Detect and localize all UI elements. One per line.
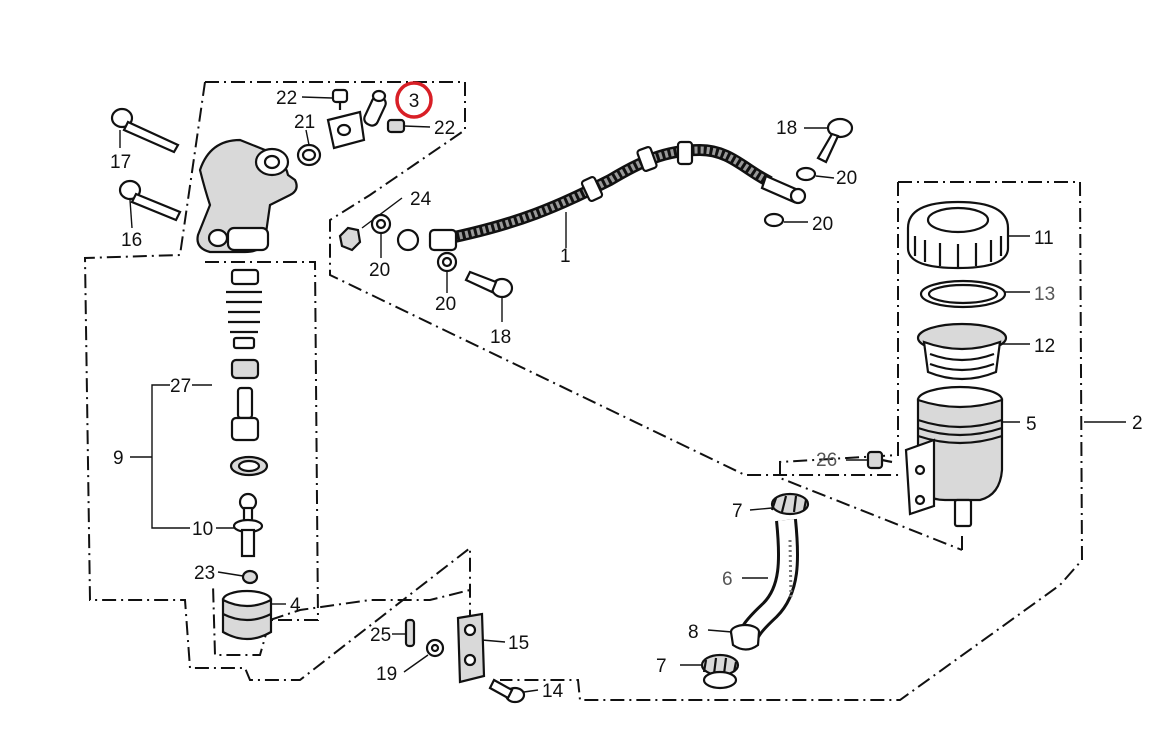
washer-20-a — [795, 166, 817, 182]
diaphragm-plate-13 — [919, 279, 1007, 309]
callout-20-c: 20 — [369, 260, 390, 281]
spring-piston-stack — [226, 268, 269, 477]
nut-23 — [241, 569, 259, 585]
hose-clip-7-bottom — [700, 653, 740, 690]
callout-19: 19 — [376, 664, 397, 685]
callout-5: 5 — [1026, 414, 1037, 435]
hose-joint-3 — [326, 89, 387, 150]
callout-16: 16 — [121, 230, 142, 251]
callout-14: 14 — [542, 681, 564, 702]
callout-3: 3 — [409, 91, 420, 112]
o-ring-21 — [296, 143, 322, 167]
callout-22-top: 22 — [276, 88, 297, 109]
callout-18-top: 18 — [776, 118, 797, 139]
callout-9: 9 — [113, 448, 124, 469]
bolt-18-bottom — [464, 270, 514, 299]
joint-15 — [456, 612, 486, 684]
washer-19 — [425, 638, 445, 658]
washer-20-c — [370, 213, 392, 235]
bolt-17 — [110, 107, 180, 154]
reservoir-5 — [904, 385, 1004, 528]
pin-25 — [404, 618, 416, 648]
callout-6: 6 — [722, 569, 733, 590]
callout-21: 21 — [294, 112, 315, 133]
washer-20-d — [436, 251, 458, 273]
callout-11: 11 — [1034, 228, 1054, 249]
washer-20-b — [763, 212, 785, 228]
callout-7-top: 7 — [732, 501, 743, 522]
callout-26: 26 — [816, 450, 837, 471]
callout-20-d: 20 — [435, 294, 456, 315]
callout-15: 15 — [508, 633, 529, 654]
callout-17: 17 — [110, 152, 131, 173]
screw-26 — [866, 450, 893, 470]
callout-10: 10 — [192, 519, 213, 540]
push-rod-10 — [232, 492, 264, 558]
callout-12: 12 — [1034, 336, 1055, 357]
hose-clip-8 — [729, 623, 761, 651]
diaphragm-12 — [916, 322, 1008, 381]
assembly-outlines — [83, 81, 1084, 701]
callout-25: 25 — [370, 625, 391, 646]
callout-23: 23 — [194, 563, 215, 584]
callout-labels: 3 22 22 21 17 16 24 20 20 18 1 18 20 20 … — [110, 88, 1143, 702]
callout-20-b: 20 — [812, 214, 833, 235]
bolt-16 — [118, 179, 182, 222]
reservoir-cap-11 — [906, 200, 1010, 270]
bolt-22-right — [386, 118, 406, 134]
callout-7-bottom: 7 — [656, 656, 667, 677]
master-cylinder-body — [196, 138, 298, 254]
callout-22-right: 22 — [434, 118, 455, 139]
callout-4: 4 — [290, 595, 301, 616]
hose-clip-7-top — [770, 492, 810, 516]
callout-20-a: 20 — [836, 168, 857, 189]
callout-2: 2 — [1132, 413, 1143, 434]
callout-24: 24 — [410, 189, 432, 210]
pin-14 — [488, 678, 526, 704]
callout-27: 27 — [170, 376, 191, 397]
callout-8: 8 — [688, 622, 699, 643]
leader-lines — [119, 96, 1126, 693]
boot-4 — [221, 589, 273, 641]
bolt-18-top — [816, 117, 854, 164]
nut-24 — [338, 226, 362, 252]
callout-13: 13 — [1034, 284, 1055, 305]
brake-hose-1 — [396, 140, 807, 252]
bolt-22-top — [331, 88, 349, 110]
highlight-circle — [395, 81, 433, 119]
callout-1: 1 — [560, 246, 571, 267]
callout-18-bottom: 18 — [490, 327, 511, 348]
